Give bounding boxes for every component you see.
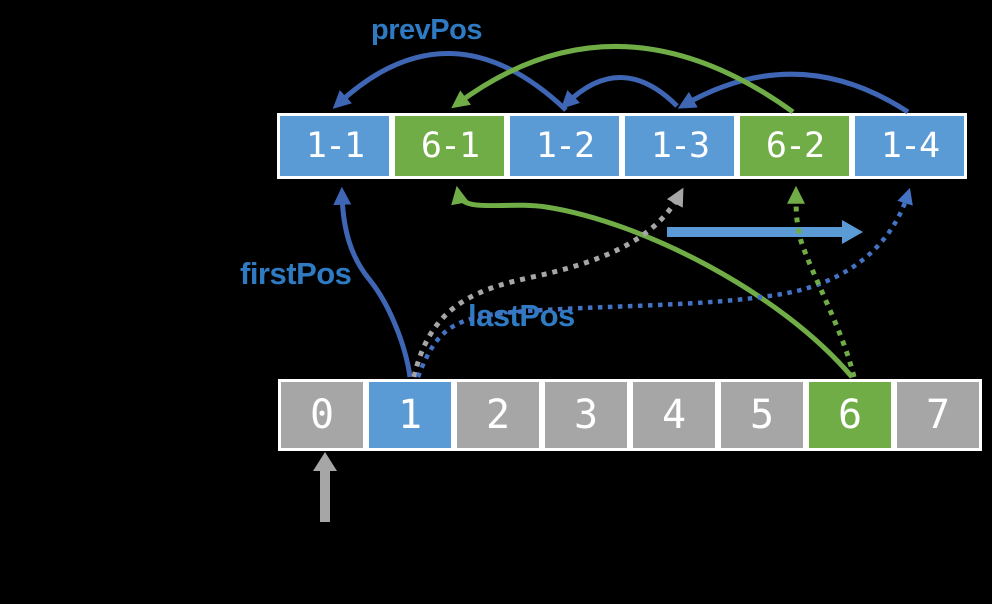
bucket-cell-3: 3	[542, 379, 630, 451]
bucket-label: 5	[749, 392, 775, 438]
bucket-label: 3	[573, 392, 599, 438]
prevpos-arc-6-2-to-6-1	[451, 44, 795, 115]
node-label: 6-2	[765, 126, 825, 166]
bucket0-up-arrow-icon	[313, 452, 337, 522]
bucket-label: 2	[485, 392, 511, 438]
node-label: 1-3	[650, 126, 710, 166]
bucket-label: 1	[397, 392, 423, 438]
lastpos-arrow-bucket1-to-1-4	[415, 187, 913, 378]
bucket-cell-0: 0	[278, 379, 366, 451]
bucket-cell-4: 4	[630, 379, 718, 451]
lastpos-arrow-bucket6-to-6-2	[787, 185, 857, 378]
firstpos-arrow-bucket6-to-6-1	[451, 185, 854, 379]
bucket-cell-6: 6	[806, 379, 894, 451]
move-right-arrow-icon	[667, 220, 863, 244]
node-label: 6-1	[420, 126, 480, 166]
bucket-label: 7	[925, 392, 951, 438]
prevpos-arc-1-4-to-1-3	[677, 71, 910, 115]
bucket-cell-7: 7	[894, 379, 982, 451]
node-label: 1-4	[880, 126, 940, 166]
node-cell-1-2: 1-2	[507, 113, 622, 179]
node-cell-6-2: 6-2	[737, 113, 852, 179]
firstpos-arrow-bucket1-to-1-1	[333, 186, 413, 378]
node-cell-6-1: 6-1	[392, 113, 507, 179]
bucket-label: 4	[661, 392, 687, 438]
firstpos-label: firstPos	[240, 256, 352, 291]
bucket-label: 6	[837, 392, 863, 438]
node-cell-1-4: 1-4	[852, 113, 967, 179]
bucket-cell-1: 1	[366, 379, 454, 451]
lastpos-label: lastPos	[468, 298, 575, 333]
bucket-cell-2: 2	[454, 379, 542, 451]
bucket-label: 0	[309, 392, 335, 438]
node-cell-1-1: 1-1	[277, 113, 392, 179]
prevpos-arc-1-3-to-1-2	[560, 75, 679, 110]
prevpos-arc-1-2-to-1-1	[332, 51, 568, 112]
node-label: 1-2	[535, 126, 595, 166]
node-cell-1-3: 1-3	[622, 113, 737, 179]
old-lastpos-arrow-bucket1-to-1-3	[411, 187, 684, 378]
node-label: 1-1	[305, 126, 365, 166]
prevpos-label: prevPos	[371, 14, 482, 46]
bucket-cell-5: 5	[718, 379, 806, 451]
